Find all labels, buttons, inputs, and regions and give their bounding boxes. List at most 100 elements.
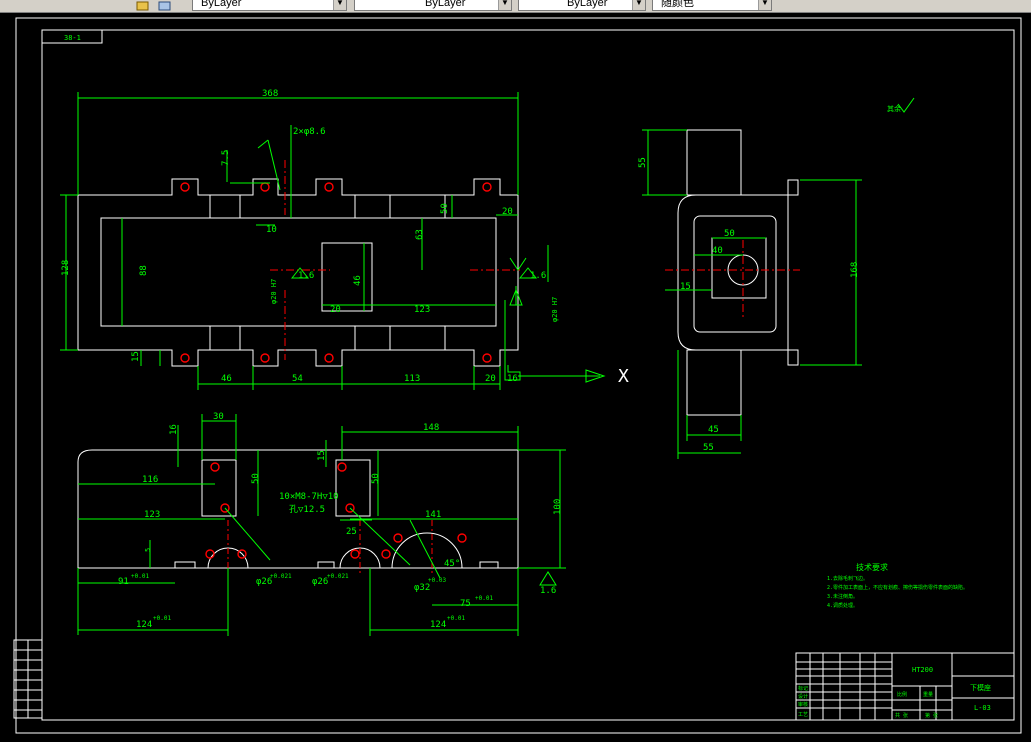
tech-req-title: 技术要求 [856, 562, 888, 572]
front-dim-45deg: 45° [444, 559, 460, 569]
title-col-label: 第 张 [925, 712, 938, 719]
side-dim-55-top: 55 [638, 157, 648, 168]
dim-88: 88 [139, 265, 149, 276]
front-dim-15-a: 15 [317, 450, 327, 461]
dim-20-right: 20 [502, 207, 513, 217]
front-view: 30 148 16 15 116 50 50 123 10×M8-7H▽10 孔… [77, 412, 566, 636]
front-roughness: 1.6 [540, 586, 556, 596]
dim-phi-right: φ20 H7 [551, 297, 559, 322]
axis-x-label: X [618, 366, 629, 387]
revision-side-table [13, 639, 43, 719]
roughness-1: 1.6 [298, 271, 314, 281]
title-row-label: 工艺 [798, 712, 808, 718]
dim-128: 128 [61, 260, 71, 276]
front-thread-note: 10×M8-7H▽10 [279, 492, 339, 502]
front-dim-124-a: 124 [136, 620, 152, 630]
front-dim-124-b: 124 [430, 620, 446, 630]
dim-54: 54 [292, 374, 303, 384]
side-dim-55-bottom: 55 [703, 443, 714, 453]
front-dim-123: 123 [144, 510, 160, 520]
chevron-down-icon[interactable]: ▼ [758, 0, 771, 10]
title-col-label: 比例 [897, 691, 907, 698]
side-dim-45: 45 [708, 425, 719, 435]
dim-123: 123 [414, 305, 430, 315]
roughness-corner-symbol [897, 97, 915, 113]
tech-req-line: 3.未注倒角。 [827, 593, 858, 600]
tech-requirements: 技术要求 1.去除毛刺飞边。 2.零件加工表面上，不应有划痕、擦伤等损伤零件表面… [827, 562, 968, 609]
front-dim-116: 116 [142, 475, 158, 485]
side-dim-168: 168 [850, 262, 860, 278]
front-dim-50-a: 50 [251, 473, 261, 484]
layer-combo[interactable]: ByLayer ▼ [192, 0, 347, 11]
front-dim-148: 148 [423, 423, 439, 433]
roughness-2: 1.6 [530, 271, 546, 281]
front-dim-25: 25 [346, 527, 357, 537]
front-dim-5: 5 [144, 548, 152, 552]
front-dim-75: 75 [460, 599, 471, 609]
front-dim-16-a: 16 [169, 424, 179, 435]
dim-113: 113 [404, 374, 420, 384]
dim-slot-holes: 2×φ8.6 [293, 127, 326, 137]
color-combo-value: 随颜色 [661, 0, 694, 9]
title-part-name: 下模座 [970, 683, 991, 692]
dim-50-top: 50 [440, 203, 450, 214]
front-tol-124-a: +0.01 [153, 615, 171, 622]
dim-overall-length: 368 [262, 89, 278, 99]
front-thread-note-2: 孔▽12.5 [289, 504, 325, 515]
front-dim-phi26-b: φ26 [312, 577, 328, 587]
dim-20-bottom: 20 [485, 374, 496, 384]
dim-10: 10 [266, 225, 277, 235]
front-dim-91: 91 [118, 577, 129, 587]
layer-manager-icon[interactable] [136, 0, 150, 11]
side-view: 55 50 40 15 168 45 55 [638, 129, 862, 459]
roughness-corner-label: 其余 [887, 104, 901, 113]
linetype-combo-value: ByLayer [425, 0, 466, 9]
front-dim-30: 30 [213, 412, 224, 422]
chevron-down-icon[interactable]: ▼ [498, 0, 511, 10]
frame-tag: 38-1 [64, 34, 81, 42]
title-material: HT200 [912, 666, 933, 674]
dim-16: 16 [507, 374, 518, 384]
drawing-canvas[interactable]: 38-1 其余 [0, 12, 1031, 738]
dim-63: 63 [415, 229, 425, 240]
dim-46-bottom: 46 [221, 374, 232, 384]
dim-46-inner: 46 [353, 275, 363, 286]
front-tol-a: +0.021 [270, 573, 292, 580]
front-dim-50-b: 50 [371, 473, 381, 484]
title-row-label: 审核 [798, 701, 808, 708]
layer-combo-value: ByLayer [201, 0, 242, 9]
layer-state-icon[interactable] [158, 0, 172, 11]
dim-phi-left: φ20 H7 [270, 279, 278, 304]
front-dim-phi32: φ32 [414, 583, 430, 593]
title-row-label: 设计 [798, 693, 808, 700]
side-dim-50: 50 [724, 229, 735, 239]
color-combo[interactable]: 随颜色 ▼ [652, 0, 772, 11]
top-view: 368 2×φ8.6 7.5 10 50 20 63 128 88 46 20 … [60, 89, 629, 390]
front-tol-75: +0.01 [475, 595, 493, 602]
tech-req-line: 1.去除毛刺飞边。 [827, 575, 868, 582]
title-drawing-no: L-03 [974, 704, 991, 712]
front-dim-100: 100 [553, 499, 563, 515]
side-dim-15: 15 [680, 282, 691, 292]
drawing-frame [15, 17, 1022, 734]
tech-req-line: 2.零件加工表面上，不应有划痕、擦伤等损伤零件表面的缺陷。 [827, 584, 968, 591]
chevron-down-icon[interactable]: ▼ [632, 0, 645, 10]
dim-7-5: 7.5 [221, 150, 231, 166]
front-tol-124-b: +0.01 [447, 615, 465, 622]
front-tol-b: +0.021 [327, 573, 349, 580]
front-dim-phi26-a: φ26 [256, 577, 272, 587]
front-tol-c: +0.03 [428, 577, 446, 584]
lineweight-combo[interactable]: ByLayer ▼ [518, 0, 646, 11]
side-dim-40: 40 [712, 246, 723, 256]
linetype-combo[interactable]: ByLayer ▼ [354, 0, 512, 11]
tech-req-line: 4.调质处理。 [827, 602, 858, 609]
properties-toolbar: ByLayer ▼ ByLayer ▼ ByLayer ▼ 随颜色 ▼ [0, 0, 1031, 13]
dim-20-inner: 20 [330, 305, 341, 315]
title-row-label: 标记 [798, 685, 808, 692]
title-col-label: 共 张 [895, 712, 908, 719]
chevron-down-icon[interactable]: ▼ [333, 0, 346, 10]
front-dim-141: 141 [425, 510, 441, 520]
dim-15: 15 [131, 351, 141, 362]
title-col-label: 重量 [923, 691, 933, 698]
lineweight-combo-value: ByLayer [567, 0, 608, 9]
